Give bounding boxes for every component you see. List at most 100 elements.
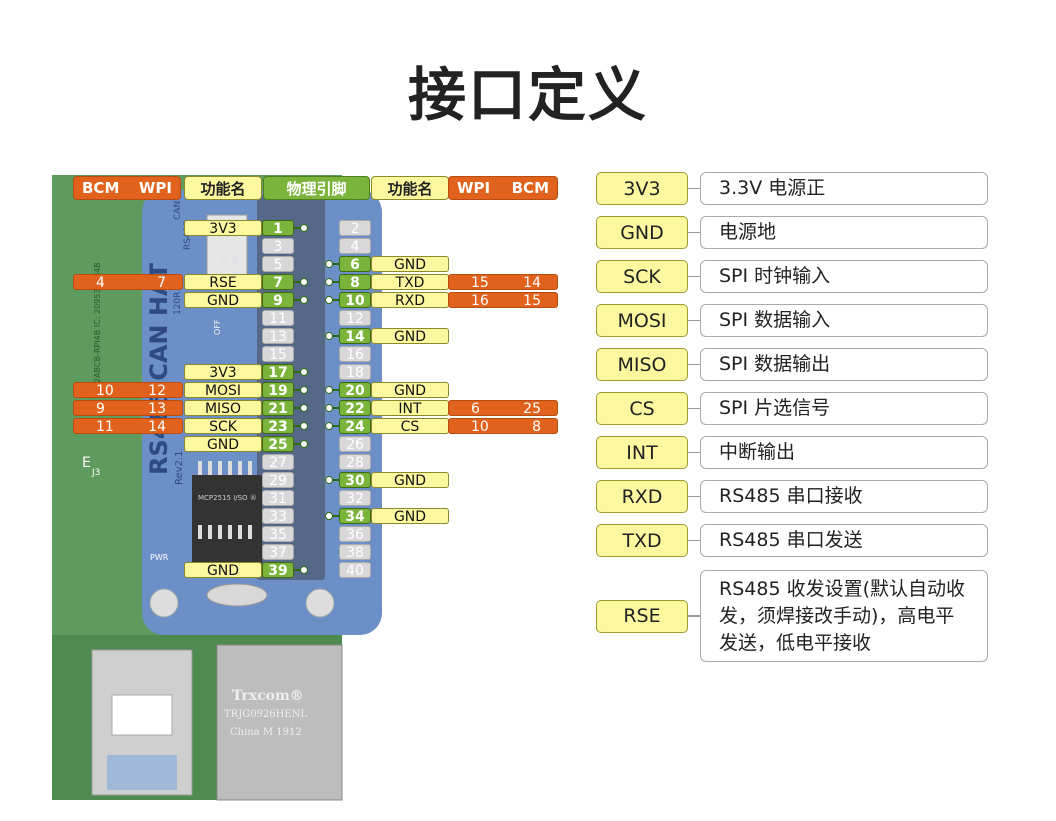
mcp2515-chip — [192, 475, 262, 565]
pin-dot-9 — [300, 296, 308, 304]
right-func-30: GND — [371, 472, 449, 489]
legend-connector — [688, 275, 700, 278]
jack-origin: China M 1912 — [230, 727, 302, 738]
pin-32: 32 — [339, 490, 371, 507]
legend-connector — [688, 187, 700, 190]
j-label: J3 — [91, 468, 100, 478]
left-func-7: RSE — [184, 274, 262, 291]
pin-line-22 — [332, 407, 340, 409]
left-wpi-7: 7 — [157, 275, 166, 291]
board-photo: MCP2515 I/SO ® RS485 CAN HAT Rev2.1 CAN … — [52, 175, 382, 801]
left-func-39: GND — [184, 562, 262, 579]
pin-line-14 — [332, 335, 340, 337]
right-wpi-22: 6 — [471, 401, 480, 417]
svg-text:H: H — [220, 256, 227, 266]
chip-text: MCP2515 I/SO ® — [198, 494, 257, 502]
pin-18: 18 — [339, 364, 371, 381]
pin-35: 35 — [262, 526, 294, 543]
right-func-24: CS — [371, 418, 449, 435]
pin-12: 12 — [339, 310, 371, 327]
header-left-wpi: WPI — [138, 179, 172, 197]
header-left-bcm: BCM — [82, 179, 120, 197]
pin-2: 2 — [339, 220, 371, 237]
pin-line-1 — [293, 227, 301, 229]
pin-5: 5 — [262, 256, 294, 273]
pin-33: 33 — [262, 508, 294, 525]
e-label: E — [82, 455, 91, 471]
pin-26: 26 — [339, 436, 371, 453]
right-wpi-24: 10 — [471, 419, 489, 435]
pin-20: 20 — [339, 382, 371, 399]
legend-connector — [688, 451, 700, 454]
pin-11: 11 — [262, 310, 294, 327]
pin-13: 13 — [262, 328, 294, 345]
page-title: 接口定义 — [407, 61, 648, 129]
pin-dot-25 — [300, 440, 308, 448]
left-wpi-23: 14 — [148, 419, 166, 435]
legend-key: RXD — [596, 480, 688, 513]
legend-key: GND — [596, 216, 688, 249]
hat-pin-letters: H L B A — [220, 256, 239, 278]
left-bcm-23: 11 — [96, 419, 114, 435]
pin-line-25 — [293, 443, 301, 445]
mount-hole-right — [305, 588, 335, 618]
legend-connector — [688, 615, 700, 617]
pin-dot-1 — [300, 224, 308, 232]
pin-14: 14 — [339, 328, 371, 345]
svg-text:L: L — [220, 268, 225, 278]
left-wpi-19: 12 — [148, 383, 166, 399]
legend-desc: RS485 收发设置(默认自动收发，须焊接改手动)，高电平发送，低电平接收 — [700, 570, 988, 662]
legend-key: RSE — [596, 599, 688, 633]
legend-row-gnd: GND 电源地 — [596, 216, 988, 249]
legend-key: MOSI — [596, 304, 688, 337]
right-func-22: INT — [371, 400, 449, 417]
left-func-9: GND — [184, 292, 262, 309]
pin-17: 17 — [262, 364, 294, 381]
left-func-23: SCK — [184, 418, 262, 435]
legend-desc: 电源地 — [700, 216, 988, 249]
legend-connector — [688, 319, 700, 322]
left-func-17: 3V3 — [184, 364, 262, 381]
legend-desc: SPI 数据输入 — [700, 304, 988, 337]
header-left-bcm-wpi: BCM WPI — [73, 176, 181, 200]
pin-19: 19 — [262, 382, 294, 399]
legend-row-mosi: MOSI SPI 数据输入 — [596, 304, 988, 337]
pin-7: 7 — [262, 274, 294, 291]
pin-line-17 — [293, 371, 301, 373]
pin-31: 31 — [262, 490, 294, 507]
chip-pins — [198, 461, 252, 539]
pin-16: 16 — [339, 346, 371, 363]
pin-dot-21 — [300, 404, 308, 412]
legend-key: CS — [596, 392, 688, 425]
pwr-label: PWR — [150, 553, 169, 562]
pin-line-23 — [293, 425, 301, 427]
pin-22: 22 — [339, 400, 371, 417]
legend-desc: RS485 串口接收 — [700, 480, 988, 513]
pin-40: 40 — [339, 562, 371, 579]
legend-desc: RS485 串口发送 — [700, 524, 988, 557]
header-right-func: 功能名 — [371, 176, 449, 200]
left-bcm-7: 4 — [96, 275, 105, 291]
legend-key: TXD — [596, 524, 688, 557]
legend-row-rxd: RXD RS485 串口接收 — [596, 480, 988, 513]
pin-24: 24 — [339, 418, 371, 435]
svg-text:B: B — [232, 256, 238, 266]
pin-line-10 — [332, 299, 340, 301]
pin-line-20 — [332, 389, 340, 391]
jack-brand: Trxcom® — [232, 688, 304, 704]
pin-34: 34 — [339, 508, 371, 525]
legend-row-txd: TXD RS485 串口发送 — [596, 524, 988, 557]
right-func-34: GND — [371, 508, 449, 525]
pin-line-8 — [332, 281, 340, 283]
mount-hole-left — [149, 588, 179, 618]
right-wpi-10: 16 — [471, 293, 489, 309]
pin-30: 30 — [339, 472, 371, 489]
legend-desc: SPI 数据输出 — [700, 348, 988, 381]
